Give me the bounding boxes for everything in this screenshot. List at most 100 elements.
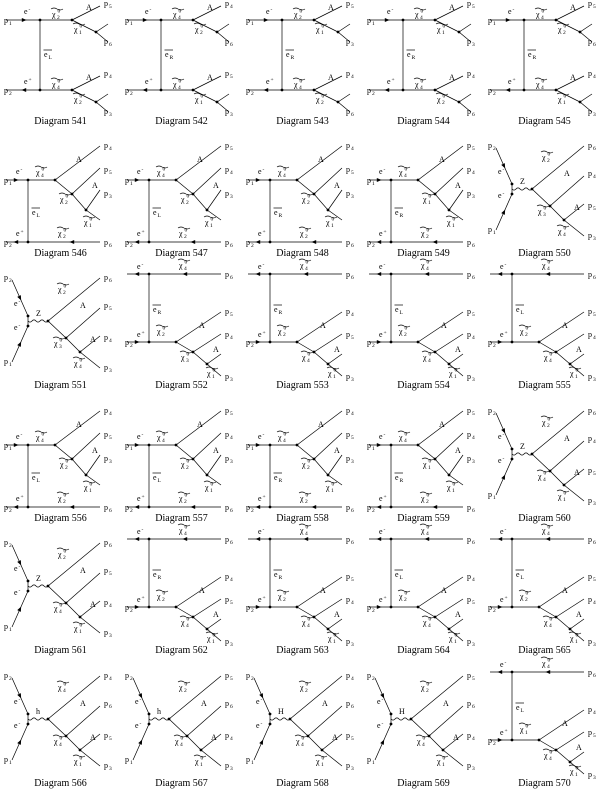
diagram-caption: Diagram 561 <box>0 645 121 657</box>
neutralino-charge: 0 <box>64 549 67 555</box>
boson-label: A <box>197 155 203 164</box>
momentum-index: 6 <box>230 704 233 710</box>
neutralino-charge: 0 <box>284 591 287 597</box>
neutralino-charge: 0 <box>443 24 446 30</box>
propagator-line <box>555 351 571 365</box>
electron-label: e <box>377 721 381 730</box>
neutralino-label: χ <box>295 737 300 746</box>
fermion-arrow <box>303 537 309 541</box>
momentum-label: p <box>4 238 8 247</box>
diagram-caption: Diagram 558 <box>242 513 363 525</box>
boson-label: A <box>213 345 219 354</box>
momentum-index: 3 <box>472 459 475 465</box>
tilde-mark <box>294 734 308 738</box>
tilde-mark <box>276 430 290 434</box>
boson-label: A <box>441 586 447 595</box>
propagator-line <box>448 353 464 365</box>
momentum-index: 5 <box>109 571 112 577</box>
momentum-label: p <box>125 603 129 612</box>
electron-label: e <box>16 167 20 176</box>
neutralino-label: χ <box>299 229 304 238</box>
momentum-index: 6 <box>472 540 475 546</box>
neutralino-charge: 0 <box>306 260 309 266</box>
neutralino-index: 1 <box>79 762 82 768</box>
propagator-line <box>417 145 464 181</box>
momentum-index: 5 <box>593 471 596 477</box>
neutralino-label: χ <box>83 218 88 227</box>
tilde-mark <box>419 491 433 495</box>
neutralino-index: 1 <box>563 100 566 106</box>
propagator-line <box>71 89 97 103</box>
momentum-label: p <box>588 466 592 475</box>
momentum-index: 4 <box>472 435 475 441</box>
boson-label: A <box>453 733 459 742</box>
fermion-arrow <box>182 272 188 276</box>
tilde-mark <box>82 215 96 219</box>
momentum-label: p <box>246 176 250 185</box>
propagator-line <box>448 363 464 377</box>
neutralino-index: 1 <box>442 762 445 768</box>
electron-label: e <box>145 7 149 16</box>
propagator-line <box>434 5 464 21</box>
tilde-mark <box>205 366 219 370</box>
neutralino-charge: 0 <box>455 368 458 374</box>
electron-label: e <box>137 167 141 176</box>
fermion-arrow <box>17 606 22 612</box>
neutralino-label: χ <box>557 95 562 104</box>
momentum-index: 3 <box>472 194 475 200</box>
neutralino-charge: 0 <box>80 358 83 364</box>
propagator-line <box>289 718 309 737</box>
neutralino-index: 2 <box>305 499 308 505</box>
caption-prefix: Diagram <box>155 778 191 789</box>
momentum-label: p <box>246 603 250 612</box>
neutralino-charge: 0 <box>548 152 551 158</box>
tilde-mark <box>155 430 169 434</box>
momentum-index: 6 <box>593 411 596 417</box>
electron-label: e <box>498 191 502 200</box>
momentum-label: p <box>246 441 250 450</box>
propagator-line <box>296 576 343 608</box>
electron-label: e <box>258 229 262 238</box>
diagram-caption: Diagram 550 <box>484 248 605 260</box>
selectron-handedness: L <box>521 310 525 316</box>
diagram-caption: Diagram 551 <box>0 380 121 392</box>
neutralino-index: 2 <box>63 555 66 561</box>
neutralino-charge: 0 <box>187 352 190 358</box>
neutralino-label: χ <box>73 624 78 633</box>
neutralino-charge: 0 <box>42 167 45 173</box>
neutralino-label: χ <box>537 472 542 481</box>
neutralino-label: χ <box>569 634 574 643</box>
tilde-mark <box>556 489 570 493</box>
propagator-line <box>296 179 315 195</box>
propagator-line <box>458 23 472 33</box>
electron-label: e <box>266 77 270 86</box>
momentum-label: p <box>4 441 8 450</box>
neutralino-index: 4 <box>178 15 181 21</box>
fermion-arrow <box>376 537 382 541</box>
neutralino-index: 2 <box>200 30 203 36</box>
caption-number: 555 <box>555 380 571 391</box>
neutralino-charge: 0 <box>576 368 579 374</box>
neutralino-charge: 0 <box>187 617 190 623</box>
neutralino-index: 2 <box>63 499 66 505</box>
electron-charge: - <box>384 432 386 438</box>
neutralino-label: χ <box>414 80 419 89</box>
propagator-line <box>95 101 109 113</box>
neutralino-charge: 0 <box>66 194 69 200</box>
momentum-index: 4 <box>230 736 233 742</box>
tilde-mark <box>177 226 191 230</box>
momentum-index: 2 <box>372 508 375 514</box>
momentum-index: 6 <box>351 508 354 514</box>
tilde-mark <box>52 336 66 340</box>
momentum-label: p <box>346 37 350 46</box>
neutralino-charge: 0 <box>427 525 430 531</box>
momentum-index: 3 <box>109 766 112 772</box>
momentum-label: p <box>588 270 592 279</box>
boson-label: A <box>90 600 96 609</box>
neutralino-charge: 0 <box>421 79 424 85</box>
